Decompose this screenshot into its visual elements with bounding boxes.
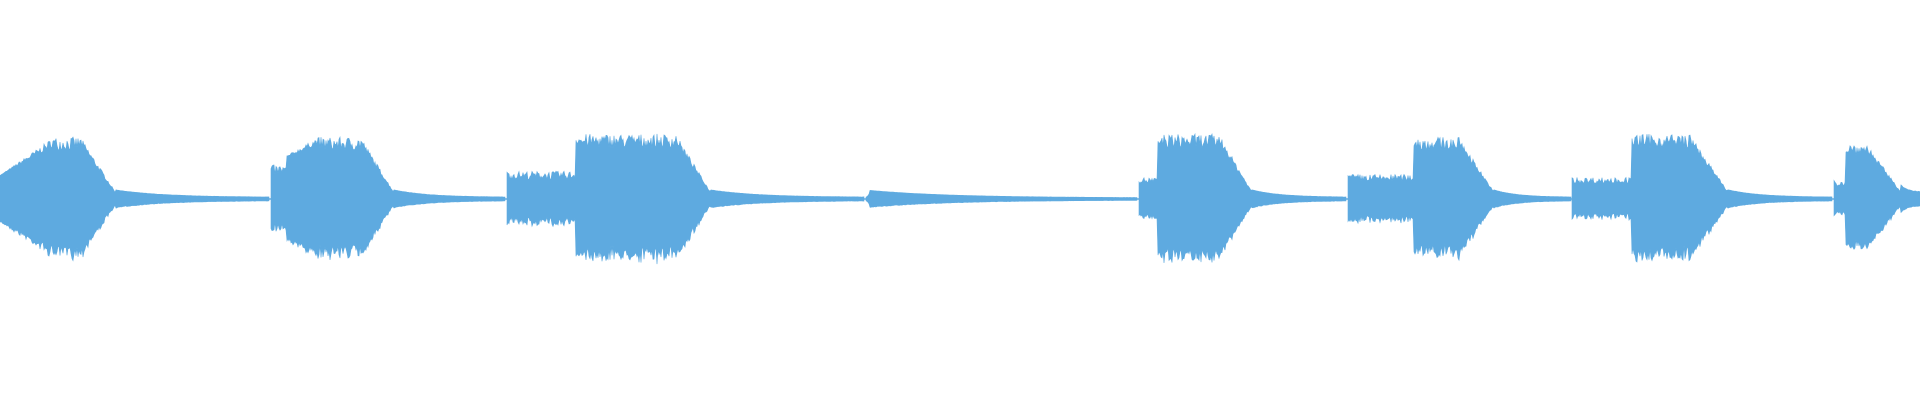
waveform-clips: [0, 132, 1920, 265]
waveform-clip-7: [1833, 145, 1920, 250]
waveform-clip-6: [1571, 134, 1833, 263]
